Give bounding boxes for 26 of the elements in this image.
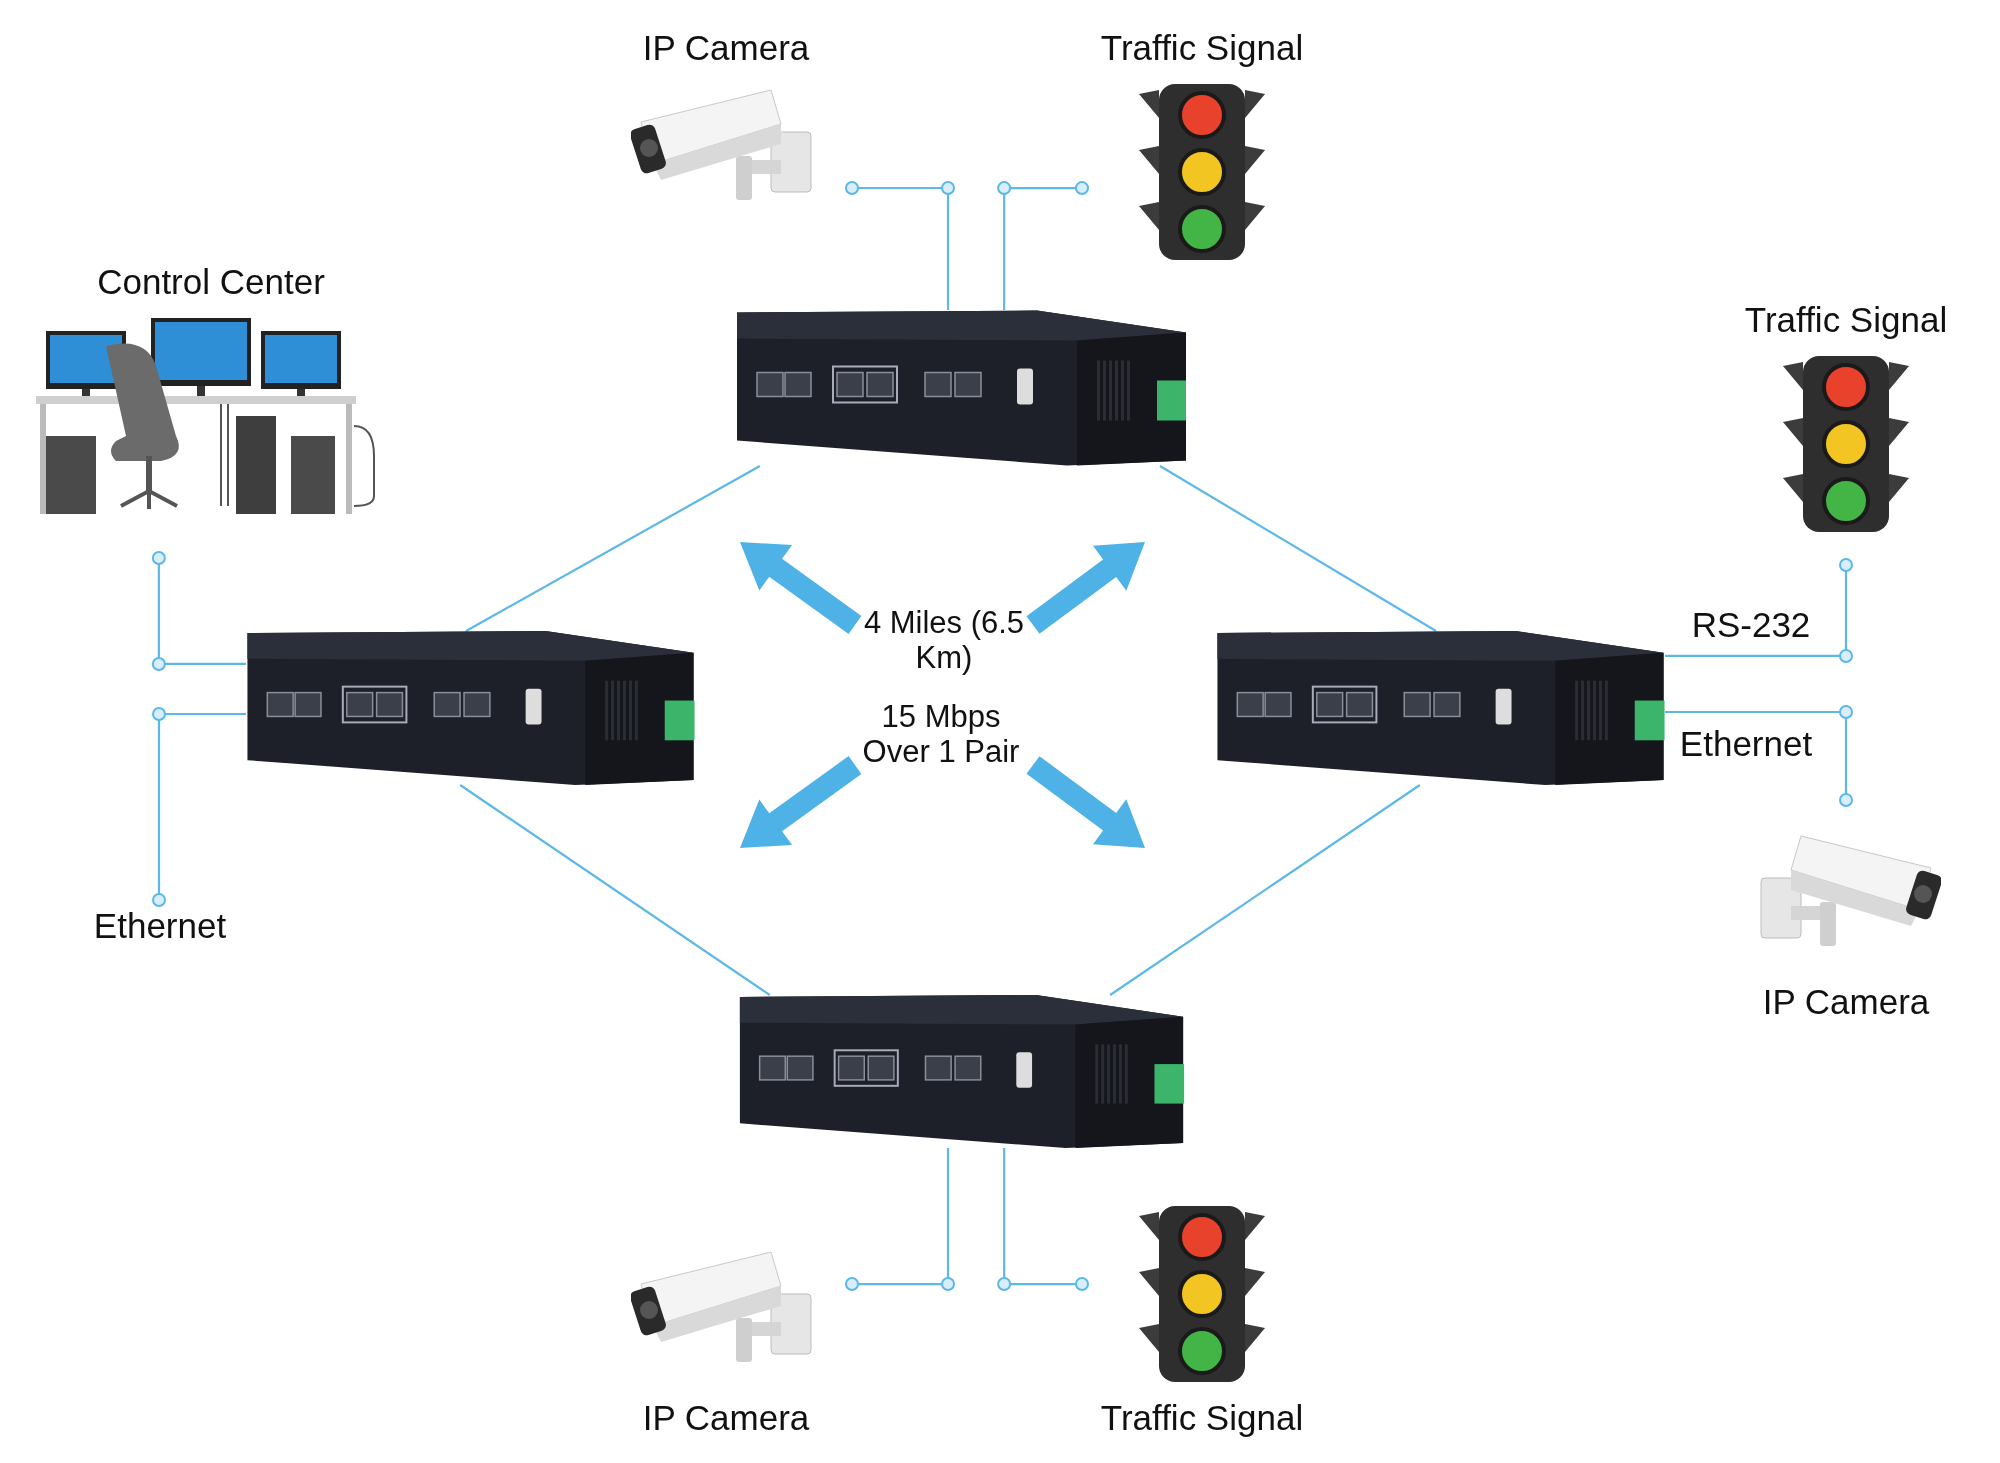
ethernet-extender-drawing (737, 995, 1186, 1148)
cable-line (845, 1148, 955, 1291)
device-label: IP Camera (642, 28, 810, 69)
endpoint-label: Ethernet (90, 900, 230, 952)
device-label: IP Camera (642, 1397, 810, 1438)
cable-line (1665, 705, 1853, 807)
link-spec-text: 4 Miles (6.5 Km) (862, 606, 1026, 676)
link-spec-text: 15 Mbps Over 1 Pair (861, 700, 1021, 770)
cable-line (459, 784, 771, 996)
device-label: Control Center (97, 262, 325, 303)
cable-line (997, 181, 1089, 310)
cable-line (1665, 558, 1853, 663)
cable-line (845, 181, 955, 310)
device-label: Traffic Signal (1744, 300, 1948, 341)
cable-line (1109, 784, 1421, 996)
cable-line (997, 1148, 1089, 1291)
ethernet-extender-drawing (246, 631, 695, 785)
cable-line (465, 465, 761, 632)
cable-line (152, 707, 246, 907)
device-label: Traffic Signal (1100, 1397, 1304, 1438)
ethernet-extender-drawing (737, 310, 1186, 466)
device-label: Traffic Signal (1100, 28, 1304, 69)
ethernet-extender-drawing (1216, 631, 1665, 785)
device-label: IP Camera (1762, 981, 1930, 1022)
cable-line (1159, 465, 1437, 632)
cable-line (151, 551, 246, 671)
